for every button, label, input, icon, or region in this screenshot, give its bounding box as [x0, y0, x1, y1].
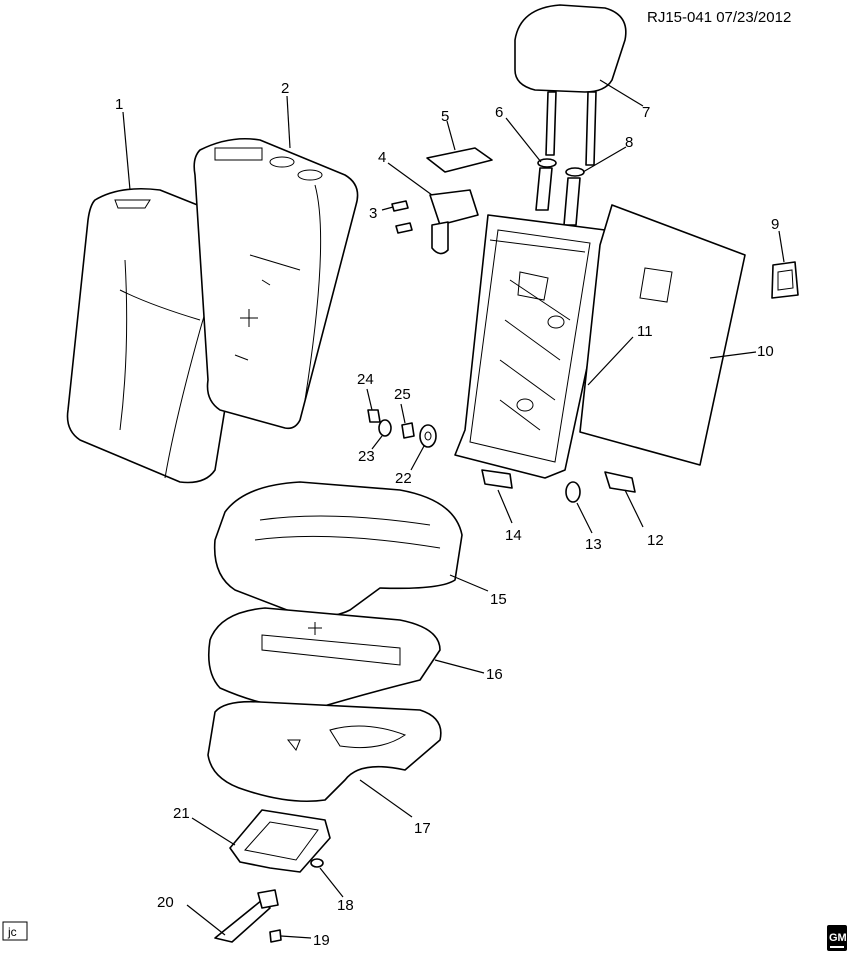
part-17-seat-cushion-frame [207, 700, 442, 803]
part-22-washer [419, 424, 437, 448]
part-5-guide-cap [426, 147, 493, 173]
callout-1: 1 [115, 96, 123, 113]
part-12-pivot [604, 471, 636, 493]
part-13-bushing [565, 481, 581, 503]
callout-11: 11 [637, 323, 653, 340]
part-8-headrest-guide [563, 167, 585, 226]
callout-3: 3 [369, 205, 377, 222]
callout-5: 5 [441, 108, 449, 125]
callout-8: 8 [625, 134, 633, 151]
callout-17: 17 [414, 820, 431, 837]
part-21-bracket [229, 809, 331, 873]
part-20-bracket [214, 889, 279, 943]
part-25-nut [401, 422, 415, 439]
callout-19: 19 [313, 932, 330, 949]
callout-9: 9 [771, 216, 779, 233]
part-14-pivot [481, 469, 513, 489]
callout-2: 2 [281, 80, 289, 97]
callout-12: 12 [647, 532, 664, 549]
part-19-bolt [269, 929, 282, 943]
gm-logo: GM [827, 925, 847, 951]
callout-20: 20 [157, 894, 174, 911]
callout-4: 4 [378, 149, 386, 166]
part-24-bolt [367, 409, 381, 423]
part-6-headrest-guide [535, 158, 557, 211]
part-23-washer [378, 419, 392, 437]
callout-7: 7 [642, 104, 650, 121]
part-9-latch-bezel [771, 261, 799, 299]
part-16-seat-cushion-pad [207, 607, 441, 711]
part-4-headrest-guide-bracket [429, 189, 479, 255]
callout-21: 21 [173, 805, 190, 822]
diagram-reference: RJ15-041 07/23/2012 [647, 9, 791, 26]
callout-15: 15 [490, 591, 507, 608]
callout-18: 18 [337, 897, 354, 914]
part-3-bolts [391, 200, 413, 234]
callout-6: 6 [495, 104, 503, 121]
callout-14: 14 [505, 527, 522, 544]
part-15-seat-cushion-cover [213, 481, 463, 618]
part-2-seatback-pad [193, 137, 359, 430]
callout-25: 25 [394, 386, 411, 403]
artist-initials: jc [7, 925, 17, 939]
callout-22: 22 [395, 470, 412, 487]
artist-initials-box: jc [2, 921, 28, 941]
gm-logo-text: GM [829, 932, 847, 944]
callout-10: 10 [757, 343, 774, 360]
callout-23: 23 [358, 448, 375, 465]
part-7-headrest [514, 4, 627, 166]
callout-13: 13 [585, 536, 602, 553]
part-18-nut [310, 858, 324, 868]
part-10-back-panel [579, 204, 746, 466]
callout-16: 16 [486, 666, 503, 683]
part-11-seatback-frame [454, 214, 611, 479]
leader-lines [122, 79, 785, 939]
callout-24: 24 [357, 371, 374, 388]
